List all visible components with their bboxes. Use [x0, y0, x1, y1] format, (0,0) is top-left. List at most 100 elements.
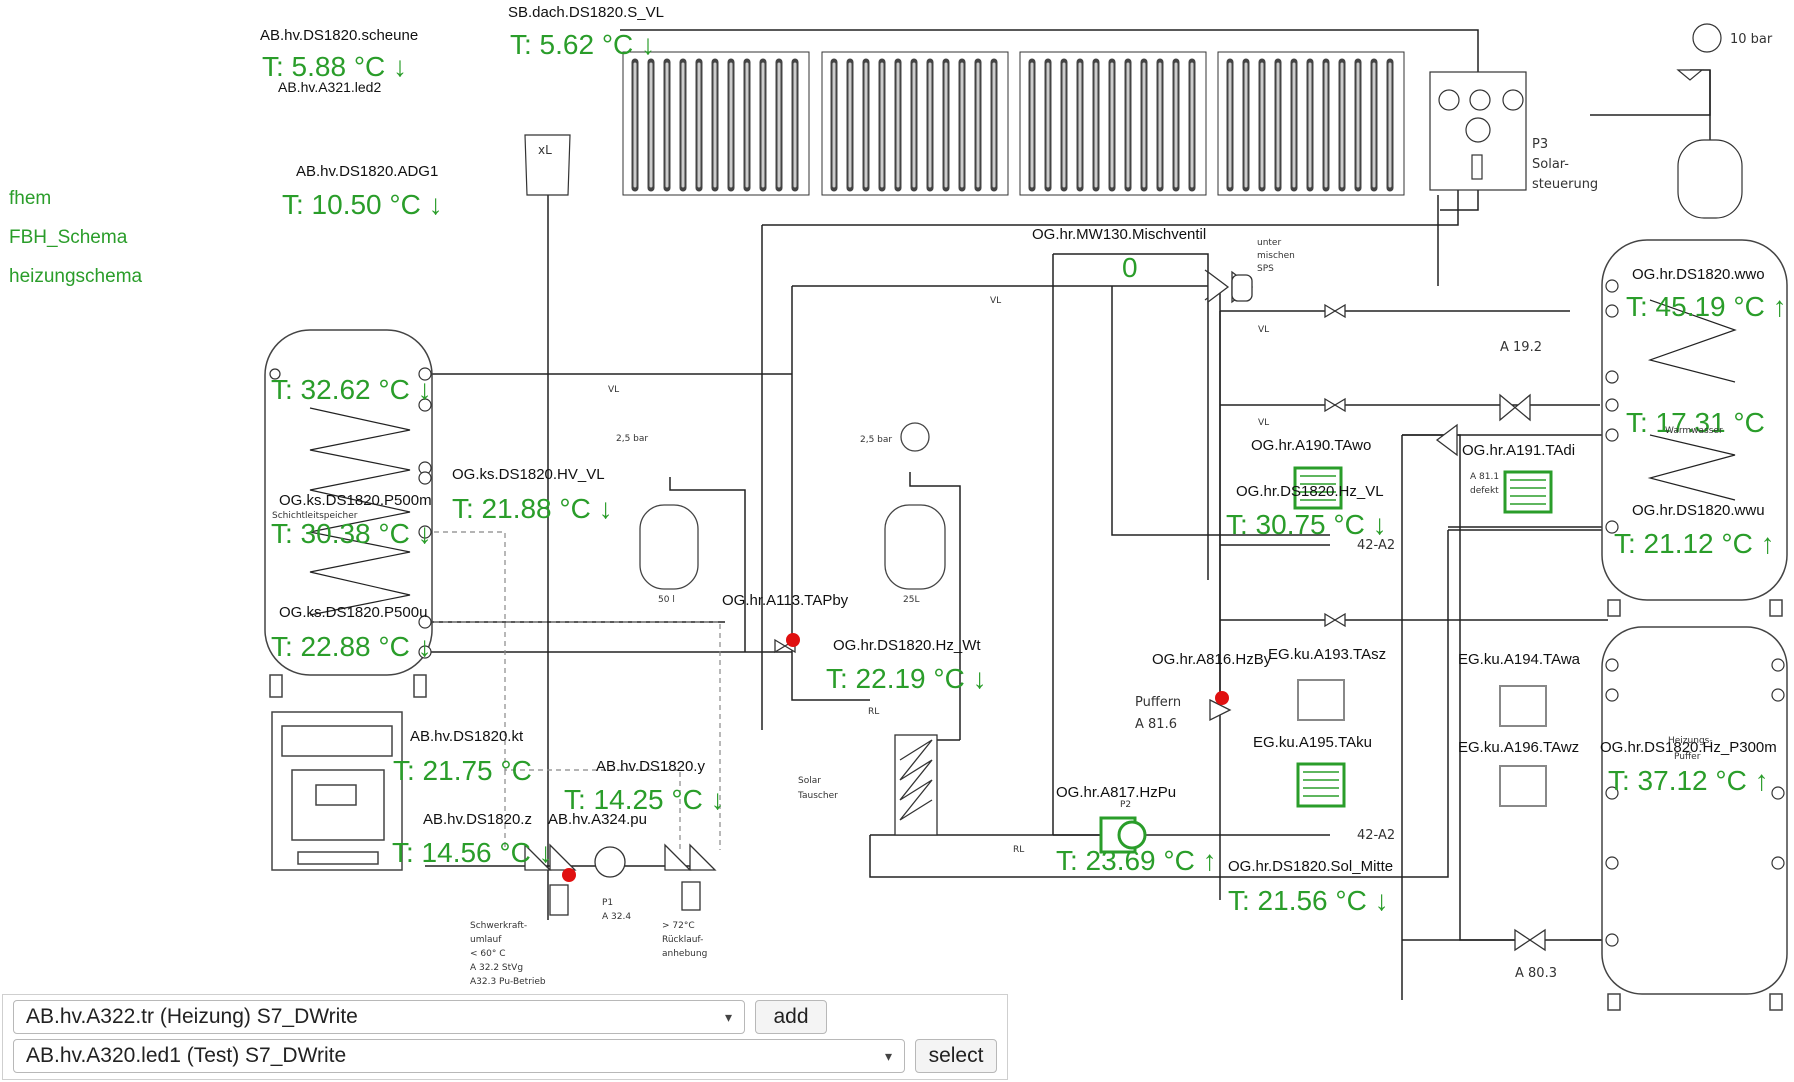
sensor-temp-y[interactable]: T: 14.25 °C ↓ [564, 784, 725, 815]
device-command-select-value: AB.hv.A322.tr (Heizung) S7_DWrite [26, 1005, 358, 1028]
diagram-label-misch2: mischen [1257, 251, 1295, 261]
diagram-label-10bar: 10 bar [1730, 32, 1773, 47]
device-value-mischventil[interactable]: 0 [1122, 252, 1138, 283]
add-button[interactable]: add [755, 1000, 827, 1034]
diagram-label-puffer: Puffer [1674, 752, 1701, 762]
sensor-label-z[interactable]: AB.hv.DS1820.z [423, 811, 532, 828]
sensor-label-wwo[interactable]: OG.hr.DS1820.wwo [1632, 266, 1765, 283]
diagram-label-xl: xL [538, 143, 552, 157]
diagram-label-vl-1: VL [608, 385, 620, 395]
sensor-temp-hz-p300m[interactable]: T: 37.12 °C ↑ [1608, 765, 1769, 796]
sensor-temp-top-left[interactable]: T: 32.62 °C ↓ [271, 374, 432, 405]
device-label-a324[interactable]: AB.hv.A324.pu [548, 811, 647, 828]
device-label-a321-led2[interactable]: AB.hv.A321.led2 [278, 79, 382, 95]
diagram-label-schwer3: < 60° C [470, 949, 506, 959]
diagram-label-solar: Solar- [1532, 157, 1569, 172]
sensor-label-hv-vl[interactable]: OG.ks.DS1820.HV_VL [452, 466, 605, 483]
sensor-label-adg1[interactable]: AB.hv.DS1820.ADG1 [296, 163, 439, 180]
sensor-temp-p500m[interactable]: T: 30.38 °C ↓ [271, 518, 432, 549]
chevron-down-icon: ▾ [724, 1008, 732, 1025]
sensor-label-scheune[interactable]: AB.hv.DS1820.scheune [260, 27, 419, 44]
diagram-label-defekt1: A 81.1 [1470, 472, 1500, 482]
nav-link-heizungschema[interactable]: heizungschema [9, 266, 143, 287]
device-label-a817[interactable]: OG.hr.A817.HzPu [1056, 784, 1177, 801]
diagram-label-a803: A 80.3 [1515, 966, 1557, 981]
sensor-label-wwu[interactable]: OG.hr.DS1820.wwu [1632, 502, 1765, 519]
diagram-label-solar-tauscher-2: Tauscher [798, 791, 838, 801]
sensor-label-y[interactable]: AB.hv.DS1820.y [596, 758, 705, 775]
sensor-temp-z[interactable]: T: 14.56 °C ↓ [392, 837, 553, 868]
diagram-label-p1: P1 [602, 898, 614, 908]
sensor-temp-kt[interactable]: T: 21.75 °C [393, 755, 532, 786]
diagram-label-schwer1: Schwerkraft- [470, 921, 528, 931]
device-command-select[interactable]: AB.hv.A322.tr (Heizung) S7_DWrite ▾ [13, 1000, 745, 1034]
diagram-label-a816-num: A 81.6 [1135, 717, 1177, 732]
sensor-label-hz-vl[interactable]: OG.hr.DS1820.Hz_VL [1236, 483, 1384, 500]
nav-link-fbh-schema[interactable]: FBH_Schema [9, 227, 128, 248]
diagram-label-puffern: Puffern [1135, 695, 1182, 710]
diagram-label-solar-tauscher-1: Solar [798, 776, 821, 786]
select-button[interactable]: select [915, 1039, 997, 1073]
diagram-label-a192: A 19.2 [1500, 340, 1542, 355]
diagram-label-schwer4: A 32.2 StVg [470, 963, 524, 973]
diagram-label-a324-num: A 32.4 [602, 912, 632, 922]
diagram-label-ruck1: > 72°C [662, 921, 695, 931]
diagram-label-vl-4: VL [1258, 418, 1270, 428]
diagram-label-ruck2: Rücklauf- [662, 935, 704, 945]
diagram-label-misch1: unter [1257, 238, 1282, 248]
sensor-temp-wwo[interactable]: T: 45.19 °C ↑ [1626, 291, 1787, 322]
sensor-temp-hv-vl[interactable]: T: 21.88 °C ↓ [452, 493, 613, 524]
device-select-value: AB.hv.A320.led1 (Test) S7_DWrite [26, 1044, 347, 1067]
diagram-label-25bar-b: 2,5 bar [860, 435, 893, 445]
diagram-label-defekt2: defekt [1470, 486, 1499, 496]
diagram-label-rl-2: RL [1013, 845, 1025, 855]
diagram-label-schwer5: A32.3 Pu-Betrieb [470, 977, 546, 987]
device-label-a190[interactable]: OG.hr.A190.TAwo [1251, 437, 1372, 454]
sensor-temp-hz-wt[interactable]: T: 22.19 °C ↓ [826, 663, 987, 694]
device-label-a195[interactable]: EG.ku.A195.TAku [1253, 734, 1372, 751]
device-label-a194[interactable]: EG.ku.A194.TAwa [1458, 651, 1581, 668]
sensor-label-p500u[interactable]: OG.ks.DS1820.P500u [279, 604, 428, 621]
sensor-temp-sol-mitte[interactable]: T: 21.56 °C ↓ [1228, 885, 1389, 916]
diagram-label-p3: P3 [1532, 137, 1549, 152]
diagram-label-steuerung: steuerung [1532, 177, 1599, 192]
diagram-label-schwer2: umlauf [470, 935, 502, 945]
diagram-label-p2: P2 [1120, 800, 1132, 810]
sensor-label-sol-mitte[interactable]: OG.hr.DS1820.Sol_Mitte [1228, 858, 1394, 875]
diagram-label-vl-2: VL [990, 296, 1002, 306]
nav-link-fhem[interactable]: fhem [9, 188, 52, 209]
sensor-label-hz-wt[interactable]: OG.hr.DS1820.Hz_Wt [833, 637, 981, 654]
diagram-label-25bar-a: 2,5 bar [616, 434, 649, 444]
device-select[interactable]: AB.hv.A320.led1 (Test) S7_DWrite ▾ [13, 1039, 905, 1073]
sensor-label-kt[interactable]: AB.hv.DS1820.kt [410, 728, 524, 745]
diagram-label-42a2-2: 42-A2 [1357, 828, 1396, 843]
device-label-tapby[interactable]: OG.hr.A113.TAPby [722, 592, 849, 609]
diagram-label-misch3: SPS [1257, 264, 1274, 274]
command-form: AB.hv.A322.tr (Heizung) S7_DWrite ▾ add … [2, 994, 1008, 1080]
diagram-label-ruck3: anhebung [662, 949, 708, 959]
diagram-label-vl-3: VL [1258, 325, 1270, 335]
chevron-down-icon: ▾ [884, 1047, 892, 1064]
sensor-temp-p500u[interactable]: T: 22.88 °C ↓ [271, 631, 432, 662]
diagram-label-hz-puffer: Heizungs- [1668, 736, 1713, 746]
device-label-a193[interactable]: EG.ku.A193.TAsz [1268, 646, 1387, 663]
sensor-label-s-vl[interactable]: SB.dach.DS1820.S_VL [508, 4, 664, 21]
sensor-temp-right-mid[interactable]: T: 17.31 °C [1626, 407, 1765, 438]
device-label-a816[interactable]: OG.hr.A816.HzBy [1152, 651, 1272, 668]
device-label-a191[interactable]: OG.hr.A191.TAdi [1462, 442, 1576, 459]
device-label-mischventil[interactable]: OG.hr.MW130.Mischventil [1032, 226, 1207, 243]
diagram-label-50l: 50 l [658, 595, 675, 605]
diagram-label-rl-1: RL [868, 707, 880, 717]
device-label-a196[interactable]: EG.ku.A196.TAwz [1458, 739, 1580, 756]
sensor-temp-adg1[interactable]: T: 10.50 °C ↓ [282, 189, 443, 220]
sensor-temp-s-vl[interactable]: T: 5.62 °C ↓ [510, 29, 656, 60]
sensor-label-hz-p300m[interactable]: OG.hr.DS1820.Hz_P300m [1600, 739, 1777, 756]
diagram-label-warmwasser: Warmwasser [1665, 426, 1723, 436]
sensor-temp-scheune[interactable]: T: 5.88 °C ↓ [262, 51, 408, 82]
sensor-temp-hz-vl[interactable]: T: 30.75 °C ↓ [1226, 509, 1387, 540]
sensor-temp-pump-hz[interactable]: T: 23.69 °C ↑ [1056, 845, 1217, 876]
sensor-label-p500m[interactable]: OG.ks.DS1820.P500m [279, 492, 432, 509]
sensor-temp-wwu[interactable]: T: 21.12 °C ↑ [1614, 528, 1775, 559]
diagram-label-schicht: Schichtleitspeicher [272, 511, 358, 521]
